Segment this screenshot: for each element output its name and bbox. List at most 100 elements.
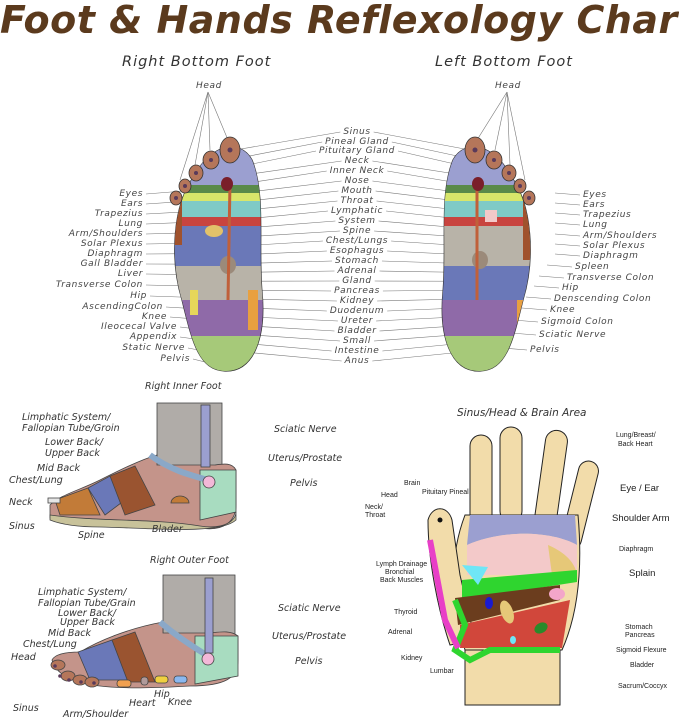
label-lung: Lung [118,219,143,229]
center-label: Inner Neck [329,166,385,176]
label-hip: Hip [130,291,147,301]
leader-line [533,285,560,289]
label-mid-back: Mid Back [37,463,80,474]
right-bottom-foot-title: Right Bottom Foot [122,54,272,70]
center-label: Anus [344,356,370,366]
center-label: Small [343,336,371,346]
label-knee-left: Knee [550,305,576,315]
leader-line [554,212,581,216]
label-gall-bladder: Gall Bladder [80,259,143,269]
center-label: Pancreas [334,286,380,296]
label-brain: Brain [404,480,421,487]
label-lymphatic-2: Fallopian Tube/Groin [22,423,120,434]
leader-line [510,332,537,336]
label-neck-hand: Neck/ [365,504,383,511]
center-label: Ureter [340,316,374,326]
label-trapezius: Trapezius [94,209,143,219]
leader-line [234,131,341,151]
label-diaphragm-hand: Diaphragm [619,546,654,553]
center-label: Sinus [343,127,371,137]
label-arm-shoulder: Arm/Shoulder [63,709,129,720]
label-liver: Liver [117,269,143,279]
label-sigmoid-colon: Sigmoid Colon [541,317,614,327]
leader-line [179,91,209,181]
label-static-nerve: Static Nerve [122,343,185,353]
center-label: Duodenum [329,306,385,316]
label-pelvis-inner: Pelvis [290,478,318,489]
label-adrenal: Adrenal [388,629,413,636]
right-bottom-foot [169,136,264,372]
center-label: Gland [342,276,372,286]
label-spine: Spine [78,530,105,541]
label-eye-ear: Eye / Ear [620,483,660,494]
center-label: Bladder [337,326,377,336]
label-head-hand: Head [381,492,398,499]
label-sciatic-nerve-outer: Sciatic Nerve [278,603,341,614]
label-sacrum-coccyx: Sacrum/Coccyx [618,683,668,690]
center-label: Kidney [339,296,375,306]
leader-line [525,296,552,300]
leader-line [554,233,581,237]
center-label: Mouth [341,186,373,196]
label-knee: Knee [141,312,167,322]
label-ascending-colon: AscendingColon [82,302,163,312]
label-splain: Splain [629,568,656,579]
label-ears: Ears [121,199,143,209]
label-chest-lung: Chest/Lung [9,475,63,486]
label-sinus: Sinus [9,521,35,532]
right-outer-foot [50,574,239,689]
label-pancreas: Pancreas [625,632,655,639]
label-back-muscles: Back Muscles [380,577,424,584]
leader-line [554,222,581,226]
label-bronchial: Bronchial [385,569,415,576]
center-label: Stomach [335,256,379,266]
label-arm-shoulders: Arm/Shoulders [68,229,143,239]
label-head-outer: Head [11,652,36,663]
center-label: Neck [344,156,370,166]
label-neck: Neck [9,497,33,508]
right-outer-foot-title: Right Outer Foot [150,555,229,566]
leader-line [207,91,229,141]
center-label: Lymphatic [330,206,384,216]
label-solar-plexus: Solar Plexus [80,239,143,249]
label-sciatic-nerve-left: Sciatic Nerve [539,330,607,340]
right-head-label: Head [196,81,222,91]
label-pituitary-pineal: Pituitary Pineal [422,489,469,496]
label-shoulder-arm: Shoulder Arm [612,513,670,524]
label-lower-back-outer-2: Upper Back [60,617,115,628]
label-bladder: Blader [152,524,183,535]
label-lymph-drainage: Lymph Drainage [376,561,428,568]
label-kidney: Kidney [401,655,423,662]
label-lymphatic-outer-2: Fallopian Tube/Grain [38,598,136,609]
center-label: Throat [340,196,374,206]
label-sigmoid-flexure: Sigmoid Flexure [616,647,667,654]
hand-title: Sinus/Head & Brain Area [457,407,587,419]
leader-line [207,91,211,151]
label-stomach: Stomach [625,624,653,631]
label-pelvis: Pelvis [160,354,190,364]
label-lower-back-1: Lower Back/ [45,437,103,448]
label-diaphragm-left: Diaphragm [583,251,639,261]
leader-line [506,91,526,181]
label-lymphatic-outer-1: Limphatic System/ [38,587,127,598]
label-throat-hand: Throat [365,512,386,519]
label-spleen: Spleen [575,262,610,272]
label-lung-left: Lung [583,220,608,230]
leader-line [476,91,508,141]
left-bottom-foot-title: Left Bottom Foot [435,54,573,70]
label-back-heart: Back Heart [618,441,653,448]
label-appendix: Appendix [129,332,177,342]
leader-line [554,243,581,247]
label-lung-breast: Lung/Breast/ [616,432,656,439]
leader-line [506,91,511,166]
leader-line [521,307,548,311]
leader-line [546,264,573,268]
label-knee-outer: Knee [168,697,192,708]
leader-line [194,91,209,166]
label-hip-left: Hip [562,283,579,293]
label-lower-back-outer-1: Lower Back/ [58,608,116,619]
leader-line [554,253,581,257]
label-thyroid: Thyroid [394,609,418,616]
label-uterus-prostate-outer: Uterus/Prostate [272,631,347,642]
